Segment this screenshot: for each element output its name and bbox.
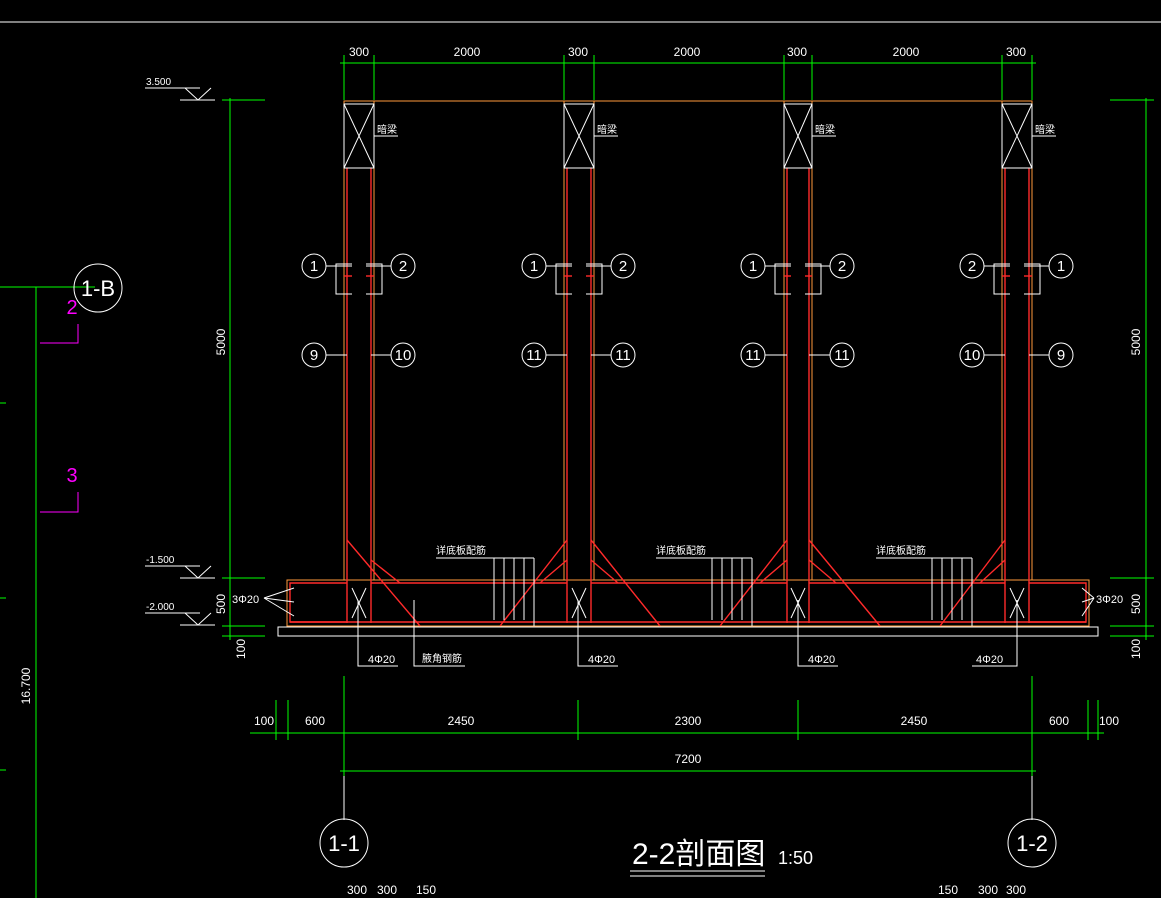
elevation-bottom: -2.000 — [146, 602, 175, 613]
beam-note-3: 暗梁 — [815, 123, 835, 136]
bubble-w1-c: 9 — [310, 347, 318, 364]
bottom-dimension-chain: 100 600 2450 2300 2450 600 100 7200 — [250, 676, 1119, 776]
elevation-markers: 3.500 -1.500 -2.000 — [145, 77, 215, 626]
left-vertical-dims: 5000 500 100 — [214, 98, 265, 659]
base-dim-left: 100 — [234, 639, 248, 659]
top-dim-7: 300 — [1006, 45, 1026, 59]
height-dim-left: 5000 — [214, 328, 228, 355]
bottom-dim-5: 2450 — [901, 714, 928, 728]
slab-note-1: 详底板配筋 — [436, 544, 486, 557]
bottom-dim-2: 600 — [305, 714, 325, 728]
top-dim-6: 2000 — [893, 45, 920, 59]
beam-notes: 暗梁 暗梁 暗梁 暗梁 — [374, 123, 1056, 137]
drawing-title: 2-2剖面图 — [632, 838, 765, 871]
overall-height-dim: 16.700 — [19, 667, 33, 704]
bubble-w1-b: 2 — [399, 258, 407, 275]
edge-bar-left: 3Φ20 — [232, 594, 259, 606]
right-vertical-dims: 5000 500 100 — [1110, 98, 1154, 659]
bottom-dim-4: 2300 — [675, 714, 702, 728]
bubble-w4-d: 9 — [1057, 347, 1065, 364]
axis-bubble-1-2 — [1007, 818, 1057, 868]
bubble-w1-d: 10 — [395, 347, 412, 364]
bubble-w3-c: 11 — [745, 347, 761, 364]
drawing-scale: 1:50 — [778, 848, 813, 868]
walls — [343, 100, 1033, 623]
slab-note-2: 详底板配筋 — [656, 544, 706, 557]
corner-bar-4: 4Φ20 — [976, 654, 1003, 666]
bottom-dim-3: 2450 — [448, 714, 475, 728]
bubble-w3-d: 11 — [834, 347, 850, 364]
rebar-bubbles: 1 2 9 10 1 2 11 11 1 2 — [301, 253, 1074, 368]
partial-left-3: 150 — [416, 883, 436, 897]
bottom-partial-dims: 300 300 150 150 300 300 — [347, 883, 1026, 897]
section-mark-3: 3 — [66, 465, 77, 487]
bubble-w2-a: 1 — [530, 258, 538, 275]
bottom-dim-7: 100 — [1099, 714, 1119, 728]
corner-bar-2: 4Φ20 — [588, 654, 615, 666]
top-dim-4: 2000 — [674, 45, 701, 59]
partial-right-1: 150 — [938, 883, 958, 897]
partial-left-2: 300 — [377, 883, 397, 897]
elevation-top: 3.500 — [146, 77, 171, 88]
bubble-w2-d: 11 — [615, 347, 631, 364]
partial-right-2: 300 — [978, 883, 998, 897]
bottom-dim-1: 100 — [254, 714, 274, 728]
top-dim-2: 2000 — [454, 45, 481, 59]
slab-dim-left: 500 — [214, 594, 228, 614]
bubble-w3-b: 2 — [838, 258, 846, 275]
axis-bubble-1b — [73, 263, 123, 313]
bubble-w4-c: 10 — [964, 347, 981, 364]
axis-label-1-1: 1-1 — [328, 831, 360, 856]
bubble-w4-a: 2 — [968, 258, 976, 275]
top-dimension-chain: 300 2000 300 2000 300 2000 300 — [340, 45, 1036, 100]
slab-note-3: 详底板配筋 — [876, 544, 926, 557]
corner-bar-3: 4Φ20 — [808, 654, 835, 666]
bubble-w1-a: 1 — [310, 258, 318, 275]
edge-bar-labels: 3Φ20 3Φ20 — [232, 587, 1123, 617]
base-dim-right: 100 — [1129, 639, 1143, 659]
axis-label-1b: 1-B — [81, 276, 115, 301]
top-dim-5: 300 — [787, 45, 807, 59]
bubble-w2-b: 2 — [619, 258, 627, 275]
partial-right-3: 300 — [1006, 883, 1026, 897]
total-dim: 7200 — [675, 752, 702, 766]
axis-label-1-2: 1-2 — [1016, 831, 1048, 856]
far-left-annotations: 16.700 1-B 2 3 — [0, 263, 123, 898]
partial-left-1: 300 — [347, 883, 367, 897]
beam-note-2: 暗梁 — [597, 123, 617, 136]
top-dim-1: 300 — [349, 45, 369, 59]
corner-note: 腋角钢筋 — [422, 652, 462, 665]
bottom-dim-6: 600 — [1049, 714, 1069, 728]
beam-note-4: 暗梁 — [1035, 123, 1055, 136]
top-dim-3: 300 — [568, 45, 588, 59]
height-dim-right: 5000 — [1129, 328, 1143, 355]
elevation-mid: -1.500 — [146, 555, 175, 566]
bubble-w2-c: 11 — [526, 347, 542, 364]
drawing-title-block: 2-2剖面图 1:50 — [630, 838, 813, 877]
structure-outline — [277, 100, 1099, 637]
beam-note-1: 暗梁 — [377, 123, 397, 136]
axis-bubbles: 1-1 1-2 — [319, 776, 1057, 868]
slab-dim-right: 500 — [1129, 594, 1143, 614]
corner-bar-1: 4Φ20 — [368, 654, 395, 666]
section-mark-2: 2 — [66, 297, 77, 319]
bubble-w4-b: 1 — [1057, 258, 1065, 275]
corner-bar-labels: 4Φ20 腋角钢筋 4Φ20 4Φ20 4Φ20 — [357, 600, 1018, 667]
axis-bubble-1-1 — [319, 818, 369, 868]
slab-rebar-notes: 详底板配筋 详底板配筋 详底板配筋 — [436, 544, 973, 626]
edge-bar-right: 3Φ20 — [1096, 594, 1123, 606]
bubble-w3-a: 1 — [749, 258, 757, 275]
